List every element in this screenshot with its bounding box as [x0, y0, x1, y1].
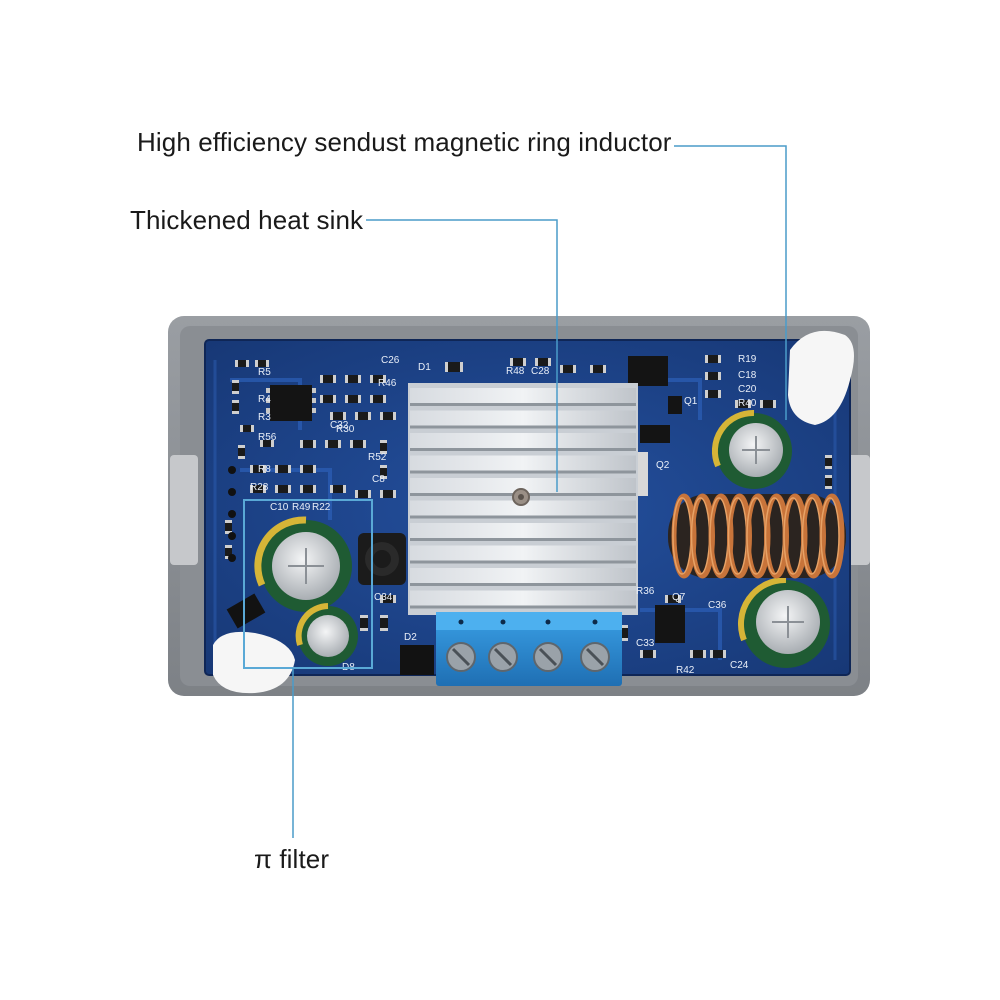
silkscreen-label: Q1 — [684, 396, 698, 407]
pi-filter-highlight — [243, 499, 373, 669]
silkscreen-label: C33 — [636, 638, 655, 649]
silkscreen-label: R48 — [506, 366, 525, 377]
callout-heatsink: Thickened heat sink — [130, 205, 364, 235]
silkscreen-label: C10 — [270, 502, 289, 513]
silkscreen-label: R22 — [312, 502, 331, 513]
glue-blobs — [213, 330, 854, 694]
silkscreen-label: R56 — [258, 432, 277, 443]
silkscreen-label: C18 — [738, 370, 757, 381]
silkscreen-label: R36 — [636, 586, 655, 597]
callout-inductor: High efficiency sendust magnetic ring in… — [137, 127, 672, 157]
silkscreen-label: R30 — [336, 424, 355, 435]
smd-components — [225, 355, 832, 658]
silkscreen-label: R19 — [738, 354, 757, 365]
silkscreen-label: R40 — [738, 398, 757, 409]
toroid-inductor — [668, 493, 846, 579]
silkscreen-label: R5 — [258, 367, 271, 378]
silkscreen-label: R42 — [676, 665, 695, 676]
silkscreen-label: C36 — [708, 600, 727, 611]
silkscreen-label: R28 — [250, 482, 269, 493]
silkscreen-label: C24 — [730, 660, 749, 671]
silkscreen-label: R46 — [378, 378, 397, 389]
silkscreen-label: D2 — [404, 632, 417, 643]
silkscreen-label: C28 — [531, 366, 550, 377]
silkscreen-label: C26 — [381, 355, 400, 366]
silkscreen-label: Q7 — [672, 592, 686, 603]
callout-pi-filter: π filter — [254, 844, 330, 874]
silkscreen-label: C34 — [374, 592, 393, 603]
terminal-block — [436, 612, 622, 686]
silkscreen-label: C8 — [372, 474, 385, 485]
silkscreen-label: C20 — [738, 384, 757, 395]
leader-lines — [292, 145, 787, 838]
silkscreen-label: C32 — [330, 420, 349, 431]
electrolytic-capacitors — [254, 409, 830, 668]
silkscreen-label: R52 — [368, 452, 387, 463]
heat-sink — [408, 383, 638, 615]
silkscreen-label: R49 — [292, 502, 311, 513]
ic-chips — [226, 356, 685, 675]
silkscreen-label: R4 — [258, 394, 271, 405]
silkscreen-label: R8 — [258, 464, 271, 475]
smd-inductor — [358, 533, 406, 585]
silkscreen-label: R3 — [258, 412, 271, 423]
silkscreen-label: Q2 — [656, 460, 670, 471]
silkscreen-label: D1 — [418, 362, 431, 373]
